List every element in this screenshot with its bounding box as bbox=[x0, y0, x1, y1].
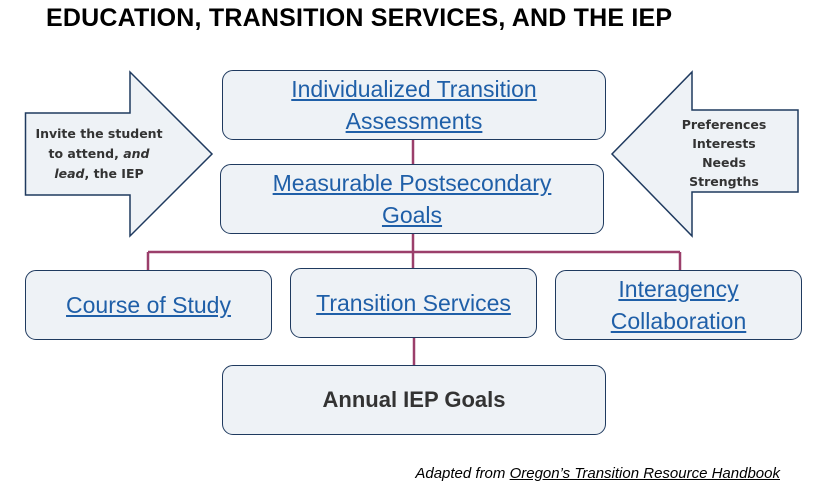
course-of-study-box: Course of Study bbox=[25, 270, 272, 340]
postsecondary-goals-link-line-1[interactable]: Measurable Postsecondary bbox=[272, 170, 552, 196]
right-arrow-line-preferences: Preferences bbox=[681, 117, 767, 132]
right-arrow-shape bbox=[610, 70, 799, 238]
annual-iep-goals-box: Annual IEP Goals bbox=[222, 365, 606, 435]
assessments-box: Individualized Transition Assessments bbox=[222, 70, 606, 140]
interagency-link-line-1[interactable]: Interagency bbox=[618, 276, 739, 302]
interagency-collaboration-box: Interagency Collaboration bbox=[555, 270, 802, 340]
annual-iep-goals-label: Annual IEP Goals bbox=[322, 387, 506, 412]
postsecondary-goals-box: Measurable Postsecondary Goals bbox=[220, 164, 604, 234]
transition-services-link[interactable]: Transition Services bbox=[316, 290, 511, 316]
postsecondary-goals-link-line-2[interactable]: Goals bbox=[381, 202, 443, 228]
assessments-link-line-2[interactable]: Assessments bbox=[345, 108, 483, 134]
left-arrow-line-1: Invite the student bbox=[35, 126, 163, 141]
left-arrow-text: Invite the student to attend, and lead, … bbox=[30, 124, 168, 184]
right-arrow-line-interests: Interests bbox=[692, 136, 756, 151]
page-title: EDUCATION, TRANSITION SERVICES, AND THE … bbox=[46, 4, 673, 32]
left-arrow-shape bbox=[24, 70, 214, 238]
source-credit: Adapted from Oregon’s Transition Resourc… bbox=[415, 465, 780, 482]
handbook-link[interactable]: Oregon’s Transition Resource Handbook bbox=[509, 465, 780, 482]
transition-services-box: Transition Services bbox=[290, 268, 537, 338]
left-arrow-line-3: lead, the IEP bbox=[54, 166, 144, 181]
right-arrow-text: Preferences Interests Needs Strengths bbox=[676, 115, 772, 191]
assessments-link-line-1[interactable]: Individualized Transition bbox=[291, 76, 537, 102]
right-arrow-line-needs: Needs bbox=[702, 155, 746, 170]
left-arrow-line-2: to attend, and bbox=[48, 146, 150, 161]
interagency-link-line-2[interactable]: Collaboration bbox=[610, 308, 747, 334]
course-of-study-link[interactable]: Course of Study bbox=[66, 292, 231, 318]
right-arrow-line-strengths: Strengths bbox=[689, 174, 759, 189]
